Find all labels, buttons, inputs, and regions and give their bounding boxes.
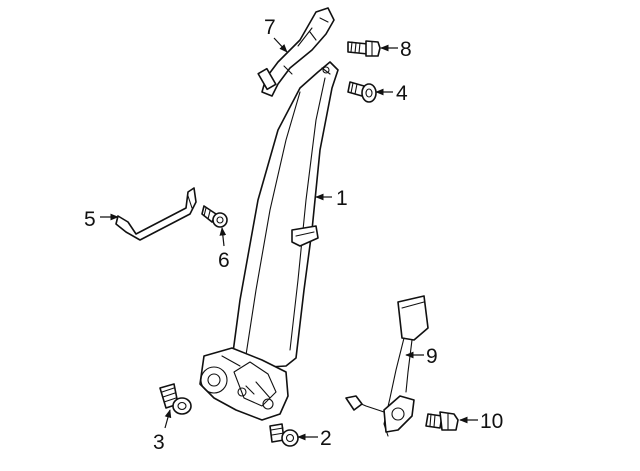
buckle-assembly-part	[345, 295, 429, 437]
callout-7-label: 7	[264, 16, 276, 39]
callout-2-label: 2	[320, 427, 332, 450]
callout-4-label: 4	[396, 82, 408, 105]
leader-3	[164, 409, 172, 429]
bolt-4-part	[347, 81, 377, 103]
callout-6-label: 6	[218, 249, 230, 272]
callout-10-label: 10	[480, 410, 503, 433]
height-adjuster-part	[257, 7, 335, 97]
callout-1-label: 1	[336, 187, 348, 210]
callout-9-label: 9	[426, 345, 438, 368]
seat-belt-retractor-part	[199, 61, 339, 421]
bolt-10-part	[425, 411, 459, 431]
bolt-6-part	[201, 205, 228, 228]
leader-6	[219, 227, 227, 247]
guide-bracket-part	[115, 187, 197, 241]
leader-7	[273, 37, 288, 53]
bolt-8-part	[347, 40, 381, 57]
callout-3-label: 3	[153, 431, 165, 454]
callout-8-label: 8	[400, 38, 412, 61]
callout-5-label: 5	[84, 208, 96, 231]
bolt-2-part	[269, 423, 299, 447]
bolt-3-part	[159, 383, 192, 415]
